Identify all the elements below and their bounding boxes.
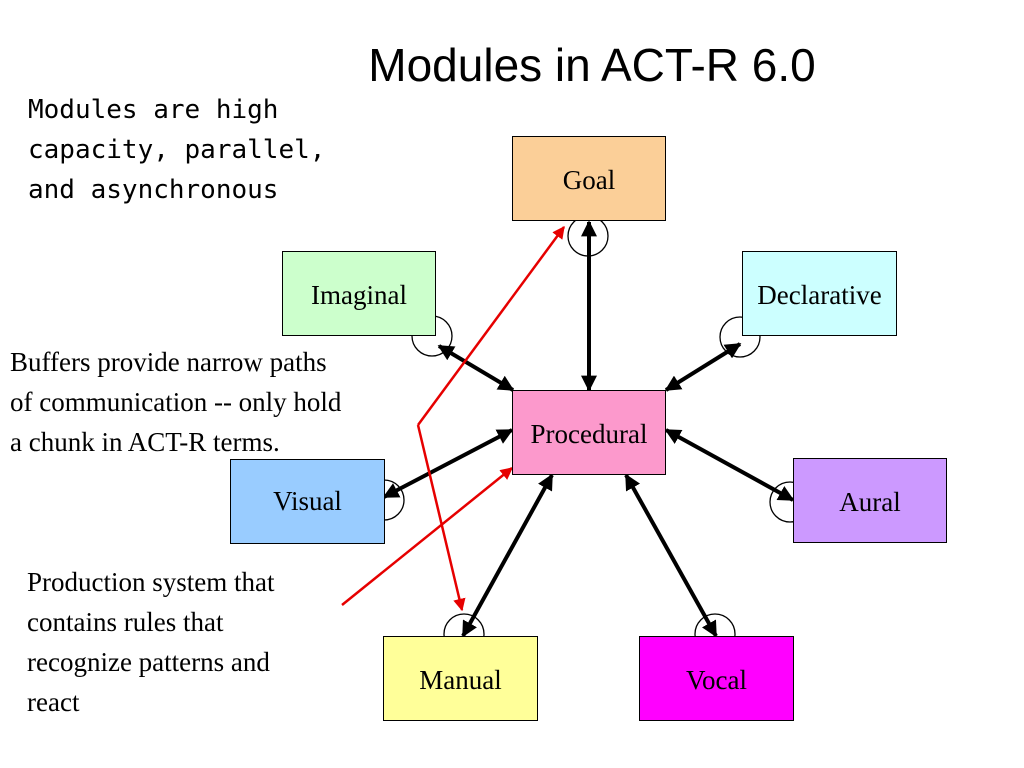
buffers-manual-pointer-arrow (416, 424, 466, 612)
imaginal-module-box: Imaginal (282, 251, 436, 336)
manual-procedural-arrow (461, 473, 554, 638)
production-note: Production system that contains rules th… (27, 567, 275, 717)
visual-procedural-arrow (382, 428, 514, 499)
manual-module-box: Manual (383, 636, 538, 721)
procedural-module-box: Procedural (512, 390, 666, 475)
visual-module-box: Visual (230, 459, 385, 544)
vocal-module-box: Vocal (639, 636, 794, 721)
vocal-procedural-arrow (624, 473, 718, 638)
buffers-goal-pointer-arrow (416, 225, 566, 426)
goal-module-box: Goal (512, 136, 666, 221)
imaginal-module-label: Imaginal (311, 280, 407, 310)
goal-module-label: Goal (562, 165, 616, 195)
manual-module-label: Manual (419, 665, 502, 695)
declarative-module-box: Declarative (742, 251, 897, 336)
modules-note: Modules are high capacity, parallel, and… (28, 95, 326, 205)
page-title: Modules in ACT-R 6.0 (368, 39, 816, 91)
aural-module-label: Aural (839, 487, 901, 517)
imaginal-procedural-arrow (437, 344, 515, 392)
declarative-module-label: Declarative (757, 280, 882, 310)
procedural-module-label: Procedural (530, 419, 648, 449)
vocal-module-label: Vocal (686, 665, 747, 695)
visual-module-label: Visual (273, 486, 342, 516)
aural-module-box: Aural (793, 458, 947, 543)
production-procedural-pointer-arrow (341, 467, 513, 606)
aural-procedural-arrow (664, 428, 795, 502)
buffers-note: Buffers provide narrow paths of communic… (10, 347, 342, 457)
declarative-procedural-arrow (664, 342, 742, 392)
